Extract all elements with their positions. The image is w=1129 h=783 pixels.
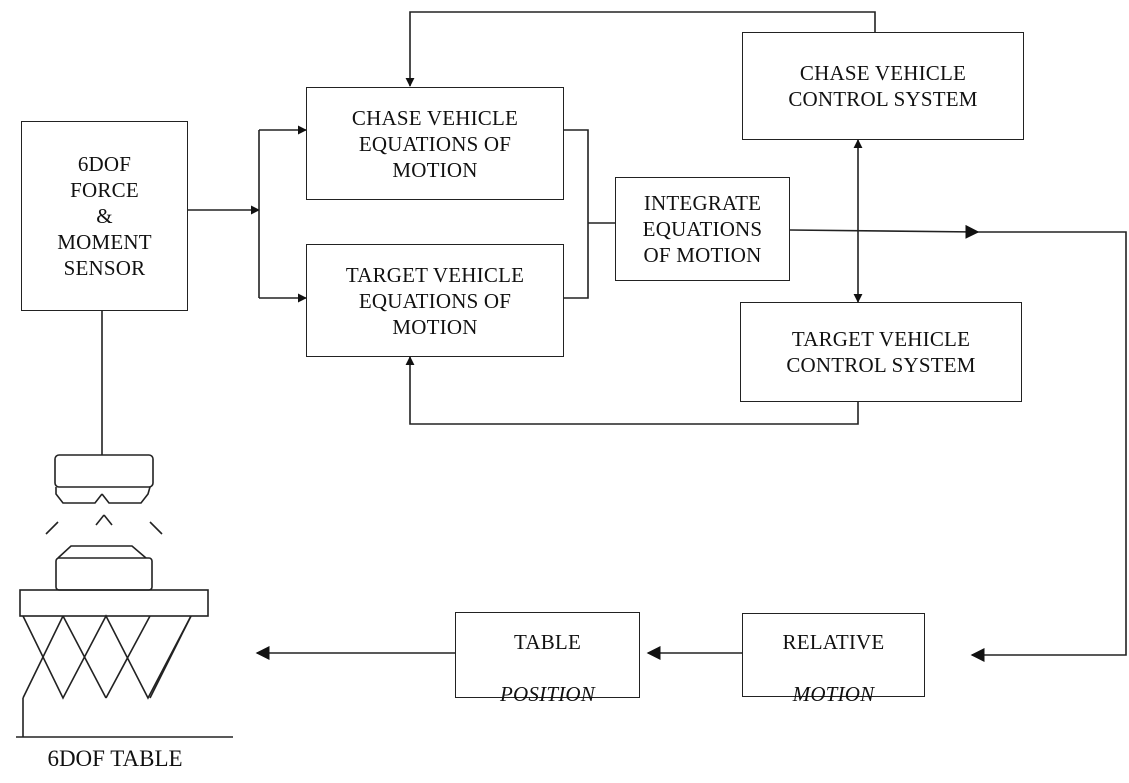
table-position-line1: TABLE: [514, 630, 581, 654]
relative-motion-label: RELATIVE MOTION: [783, 603, 885, 707]
connector-right-return: [970, 231, 1127, 662]
connector-target-feedback: [405, 356, 859, 425]
end-effector-top: [54, 454, 154, 504]
target-vehicle-control-label: TARGET VEHICLE CONTROL SYSTEM: [786, 327, 976, 377]
table-position-label: TABLE POSITION: [500, 603, 595, 707]
six-dof-table-caption: 6DOF TABLE: [47, 746, 183, 771]
integrate-eom-block: INTEGRATE EQUATIONS OF MOTION: [615, 177, 790, 281]
connector-chase-eom-out: [564, 129, 589, 223]
target-vehicle-eom-label: TARGET VEHICLE EQUATIONS OF MOTION: [345, 262, 525, 339]
force-moment-sensor-block: 6DOF FORCE & MOMENT SENSOR: [21, 121, 188, 311]
chase-vehicle-eom-block: CHASE VEHICLE EQUATIONS OF MOTION: [306, 87, 564, 200]
relative-motion-line1: RELATIVE: [782, 630, 885, 654]
force-moment-sensor-label: 6DOF FORCE & MOMENT SENSOR: [57, 152, 152, 280]
integrate-eom-label: INTEGRATE EQUATIONS OF MOTION: [642, 191, 763, 267]
target-vehicle-control-block: TARGET VEHICLE CONTROL SYSTEM: [740, 302, 1022, 402]
relative-motion-block: RELATIVE MOTION: [742, 613, 925, 706]
six-dof-table-graphic: [16, 514, 233, 738]
connector-integrate-out: [789, 224, 980, 239]
target-vehicle-eom-block: TARGET VEHICLE EQUATIONS OF MOTION: [306, 244, 564, 357]
connector-chase-feedback: [405, 11, 876, 87]
chase-vehicle-eom-label: CHASE VEHICLE EQUATIONS OF MOTION: [351, 105, 519, 182]
chase-vehicle-control-block: CHASE VEHICLE CONTROL SYSTEM: [742, 32, 1024, 140]
connector-target-eom-out: [564, 223, 589, 299]
table-position-line2: POSITION: [500, 682, 595, 706]
relative-motion-line2: MOTION: [792, 682, 875, 706]
chase-vehicle-control-label: CHASE VEHICLE CONTROL SYSTEM: [788, 61, 978, 111]
table-position-block: TABLE POSITION: [455, 612, 640, 706]
